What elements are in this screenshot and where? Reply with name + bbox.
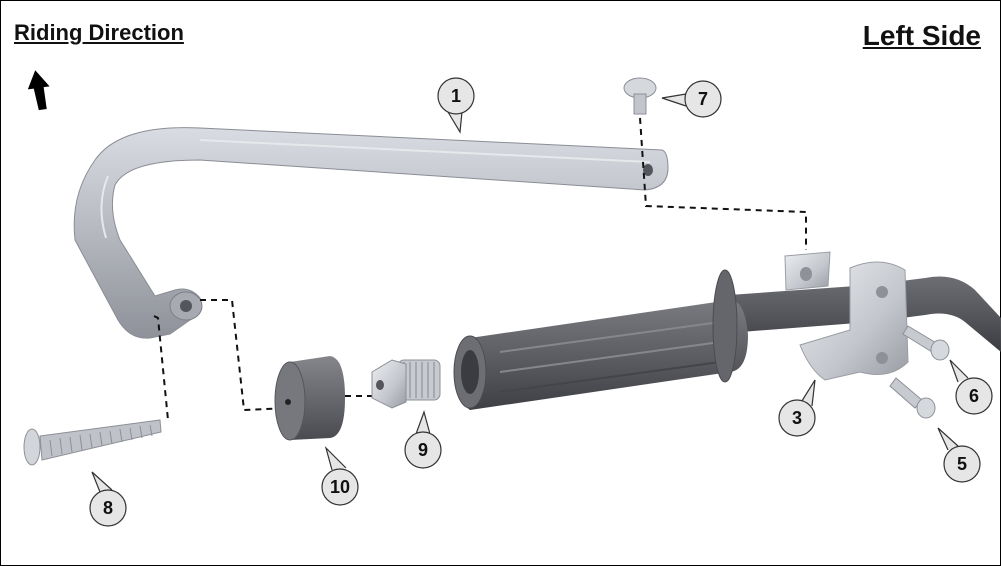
callout-5-label: 5 [957, 454, 967, 474]
callout-9-label: 9 [418, 440, 428, 460]
callout-10-label: 10 [330, 477, 350, 497]
callout-1-label: 1 [451, 86, 461, 106]
hand-guard [73, 127, 669, 339]
top-bolt [623, 77, 657, 115]
callout-10: 10 [321, 445, 359, 506]
callout-8-label: 8 [103, 498, 113, 518]
callout-7: 7 [661, 80, 722, 118]
clamp [784, 251, 909, 381]
grip [453, 269, 748, 410]
callout-7-label: 7 [698, 89, 708, 109]
callout-5: 5 [937, 427, 981, 483]
callout-1: 1 [437, 77, 475, 134]
callout-6-label: 6 [969, 386, 979, 406]
bar-end-insert [371, 359, 441, 409]
bar-end-weight [274, 356, 345, 441]
callout-3: 3 [778, 379, 816, 437]
side-label: Left Side [862, 20, 981, 51]
long-bolt [23, 419, 162, 466]
clamp-bolts [889, 325, 950, 419]
callout-8: 8 [89, 471, 127, 527]
riding-direction-arrow-icon [27, 70, 50, 111]
callout-9: 9 [404, 410, 442, 469]
riding-direction-label: Riding Direction [14, 20, 184, 45]
callout-6: 6 [949, 359, 993, 415]
callout-3-label: 3 [792, 408, 802, 428]
assembly-lines [153, 117, 807, 421]
